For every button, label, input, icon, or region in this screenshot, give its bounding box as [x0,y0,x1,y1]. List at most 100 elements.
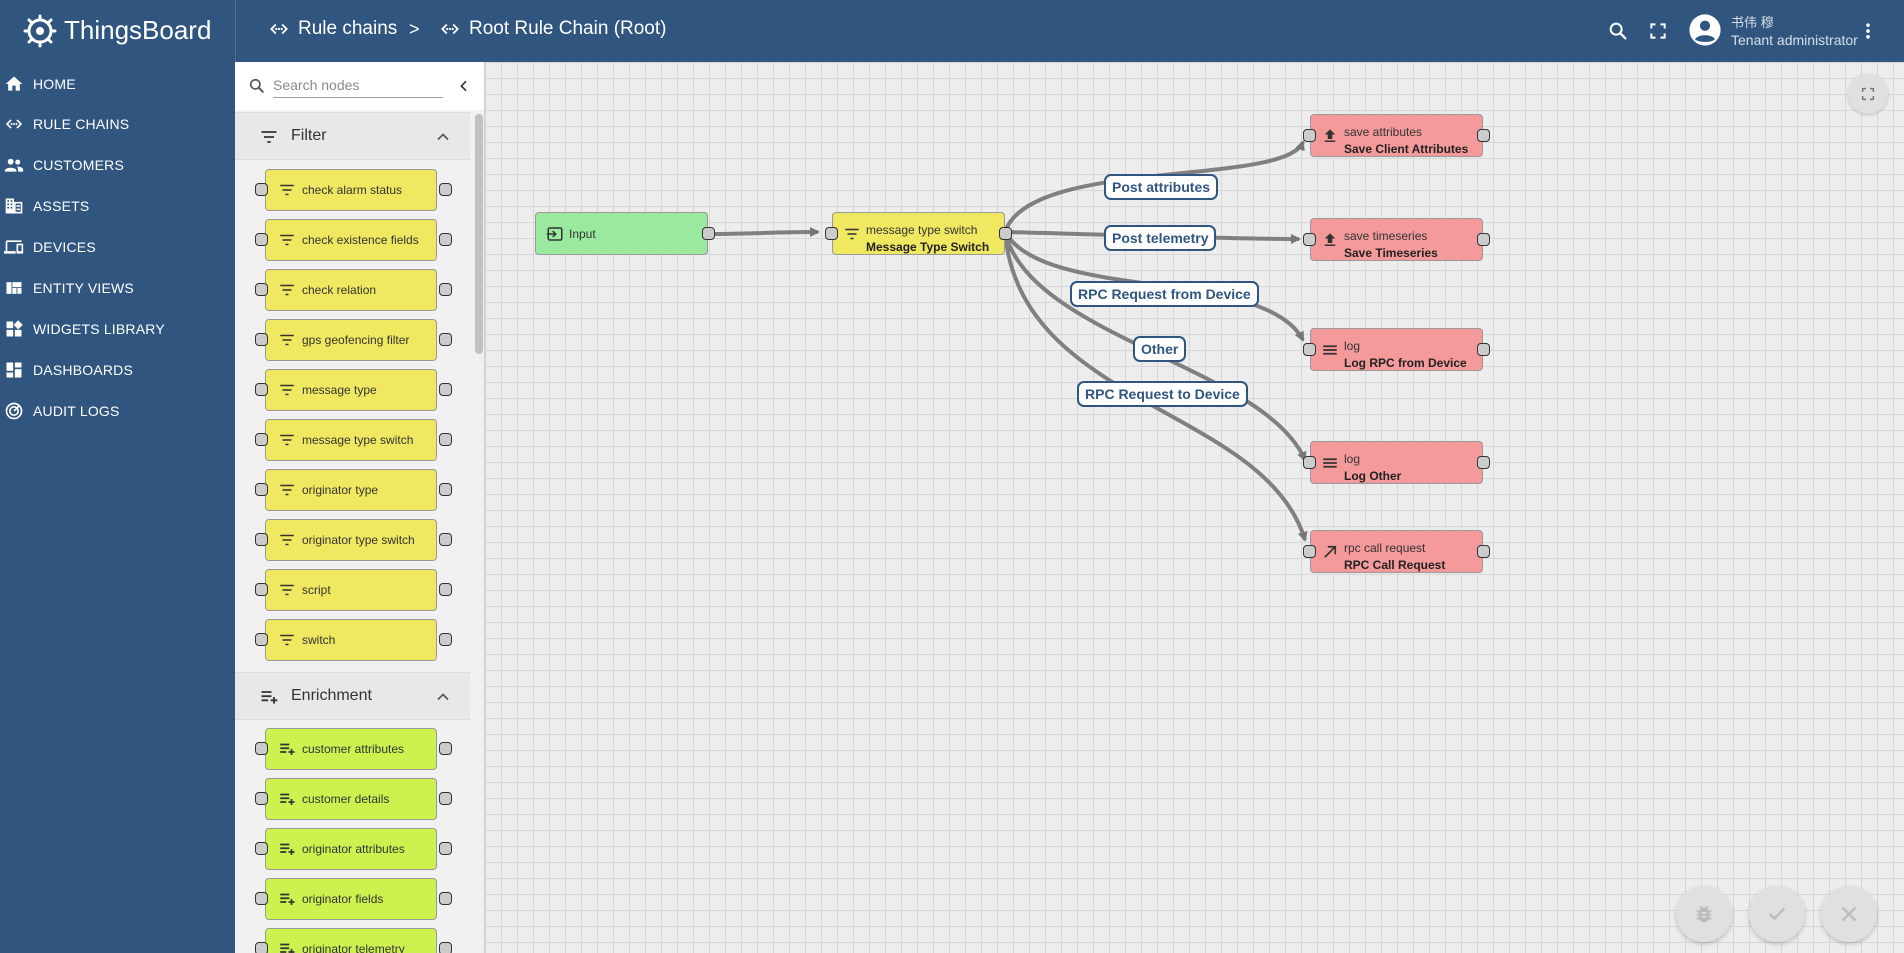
section-header-filter[interactable]: Filter [235,112,470,160]
node-port-out [439,283,452,296]
node-name: Save Client Attributes [1344,142,1469,156]
library-node[interactable]: message type [265,369,437,411]
edge-label-post-attributes[interactable]: Post attributes [1104,174,1219,200]
track-changes-icon [4,401,24,421]
breadcrumb-rule-chains[interactable]: Rule chains [268,18,397,40]
library-scrollbar[interactable] [475,114,483,354]
sidebar-item-customers[interactable]: CUSTOMERS [0,145,235,185]
node-rpc-call-request[interactable]: rpc call request RPC Call Request [1303,530,1490,573]
edge-label-other[interactable]: Other [1133,336,1187,362]
sidebar-item-entity-views[interactable]: ENTITY VIEWS [0,268,235,308]
search-button[interactable] [1601,14,1635,48]
node-port-in[interactable] [1303,233,1316,246]
account-circle-icon [1689,14,1721,46]
library-node-label: originator type switch [302,533,415,547]
library-node[interactable]: originator type [265,469,437,511]
edge-label-post-telemetry[interactable]: Post telemetry [1104,225,1217,251]
node-port-out [439,792,452,805]
library-node[interactable]: originator type switch [265,519,437,561]
library-node[interactable]: script [265,569,437,611]
node-port-in[interactable] [1303,545,1316,558]
sidebar-item-widgets-library[interactable]: WIDGETS LIBRARY [0,309,235,349]
user-avatar[interactable] [1687,12,1723,48]
library-node[interactable]: message type switch [265,419,437,461]
edge-label-rpc-from-device[interactable]: RPC Request from Device [1070,281,1259,307]
node-port-out[interactable] [999,227,1012,240]
node-message-type-switch[interactable]: message type switch Message Type Switch [825,212,1012,255]
node-port-out[interactable] [1477,456,1490,469]
node-save-client-attributes[interactable]: save attributes Save Client Attributes [1303,114,1490,157]
library-node[interactable]: switch [265,619,437,661]
node-library-panel: Filter check alarm status check existence… [235,62,485,953]
node-save-timeseries[interactable]: save timeseries Save Timeseries [1303,218,1490,261]
library-node[interactable]: originator attributes [265,828,437,870]
rule-chain-canvas[interactable]: Input message type switch Message Type S… [485,62,1904,953]
fullscreen-icon [1861,87,1875,101]
node-port-in[interactable] [1303,456,1316,469]
sidebar-item-audit-logs[interactable]: AUDIT LOGS [0,391,235,431]
node-port-in[interactable] [825,227,838,240]
library-node[interactable]: check existence fields [265,219,437,261]
thingsboard-logo-icon [23,14,57,48]
sidebar-item-label: CUSTOMERS [33,157,124,173]
top-toolbar: ThingsBoard Rule chains > Root Rule Chai… [0,0,1904,62]
breadcrumb-separator: > [409,19,420,39]
node-port-in[interactable] [1303,129,1316,142]
node-log-rpc-from-device[interactable]: log Log RPC from Device [1303,328,1490,371]
more-menu-button[interactable] [1851,14,1885,48]
node-port-out[interactable] [1477,545,1490,558]
library-node[interactable]: originator fields [265,878,437,920]
sidebar-item-label: ENTITY VIEWS [33,280,134,296]
sidebar-item-home[interactable]: HOME [0,64,235,104]
sidebar-item-devices[interactable]: DEVICES [0,227,235,267]
node-input[interactable]: Input [535,212,715,255]
filter-list-icon [845,228,859,240]
sidebar-item-dashboards[interactable]: DASHBOARDS [0,350,235,390]
node-port-out [439,433,452,446]
sidebar-item-label: HOME [33,76,76,92]
sidebar-item-assets[interactable]: ASSETS [0,186,235,226]
menu-icon [1323,345,1337,355]
sidebar-item-label: ASSETS [33,198,90,214]
node-label: Input [569,227,596,241]
filter-list-icon [261,131,277,143]
node-log-other[interactable]: log Log Other [1303,441,1490,484]
user-role: Tenant administrator [1731,32,1858,48]
node-name: RPC Call Request [1344,558,1446,572]
library-node-label: message type [302,383,377,397]
library-node[interactable]: check relation [265,269,437,311]
logo[interactable]: ThingsBoard [20,10,235,50]
node-port-in[interactable] [1303,343,1316,356]
node-name: Log RPC from Device [1344,356,1467,370]
node-port-out[interactable] [1477,343,1490,356]
settings-ethernet-icon [439,18,461,40]
section-header-enrichment[interactable]: Enrichment [235,672,470,720]
edge-label-rpc-to-device[interactable]: RPC Request to Device [1077,381,1248,407]
fullscreen-button[interactable] [1641,14,1675,48]
library-node[interactable]: gps geofencing filter [265,319,437,361]
node-port-out[interactable] [1477,129,1490,142]
revert-changes-button[interactable] [1821,886,1877,942]
apply-changes-button[interactable] [1749,886,1805,942]
fullscreen-icon [1650,23,1666,39]
node-type: rpc call request [1344,541,1426,555]
library-node-label: originator type [302,483,379,497]
node-port-out [439,583,452,596]
collapse-library-button[interactable] [454,76,474,96]
connection-input-to-switch [713,227,820,238]
library-node[interactable]: customer attributes [265,728,437,770]
chevron-left-icon [460,80,467,92]
node-port-in [255,283,268,296]
sidebar-item-rule-chains[interactable]: RULE CHAINS [0,104,235,144]
node-port-out[interactable] [1477,233,1490,246]
node-port-in [255,583,268,596]
library-node[interactable]: customer details [265,778,437,820]
search-nodes-input[interactable] [273,72,443,98]
library-node[interactable]: originator telemetry [265,928,437,953]
user-name: 书伟 穆 [1731,15,1774,30]
debug-mode-button[interactable] [1676,886,1732,942]
canvas-fullscreen-button[interactable] [1848,74,1888,114]
library-node-label: check relation [302,283,377,297]
node-port-out[interactable] [702,227,715,240]
library-node[interactable]: check alarm status [265,169,437,211]
